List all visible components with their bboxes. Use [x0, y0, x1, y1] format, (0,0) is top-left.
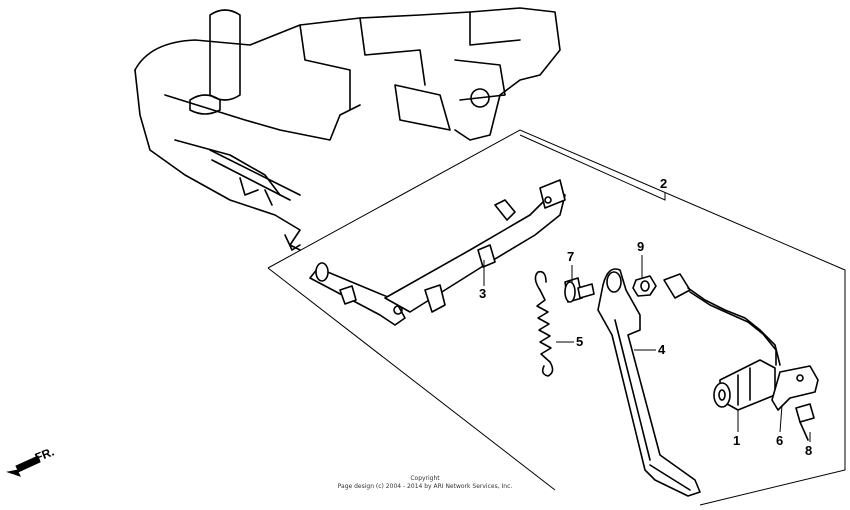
assembly-boundary: [267, 129, 846, 506]
frame-assembly: [134, 7, 561, 251]
side-stand-part: [597, 268, 701, 497]
copyright-line-2: Page design (c) 2004 - 2014 by ARI Netwo…: [338, 483, 513, 490]
switch-bracket-part: [771, 365, 819, 411]
front-direction-indicator: FR.: [6, 445, 56, 477]
callout-2: 2: [660, 176, 667, 191]
callout-1: 1: [733, 433, 740, 448]
nut-part: [632, 275, 657, 297]
leader-lines: [483, 134, 811, 442]
direction-label: FR.: [33, 445, 56, 465]
copyright-line-1: Copyright: [410, 475, 440, 482]
direction-arrow-icon: [6, 455, 41, 477]
callout-5: 5: [576, 334, 583, 349]
callout-4: 4: [658, 342, 666, 357]
side-stand-switch-part: [663, 273, 781, 411]
pivot-bolt-part: [564, 277, 595, 303]
callout-8: 8: [805, 443, 812, 458]
callout-9: 9: [637, 239, 644, 254]
bolt-part: [795, 403, 815, 441]
callout-6: 6: [776, 433, 783, 448]
stand-bracket-part: [309, 179, 566, 326]
spring-part: [534, 270, 554, 377]
callout-3: 3: [479, 286, 486, 301]
callout-7: 7: [567, 249, 574, 264]
